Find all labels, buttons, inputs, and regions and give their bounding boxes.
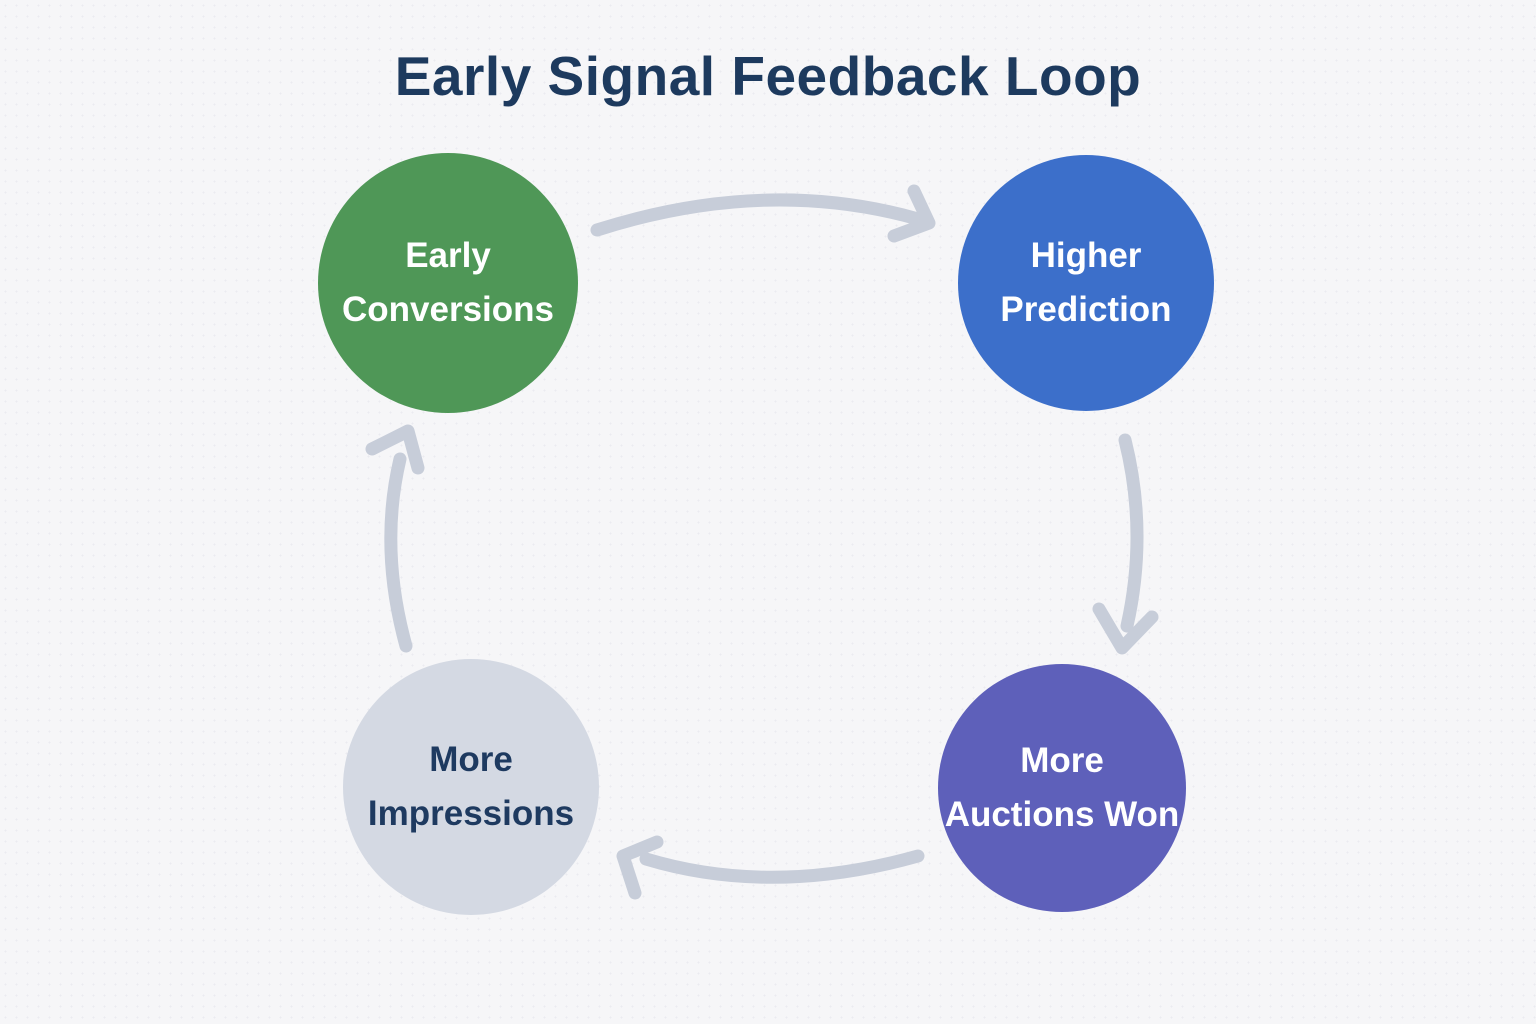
node-label: More — [429, 740, 513, 779]
node-more-auctions-won: More Auctions Won — [938, 664, 1186, 912]
node-more-impressions: More Impressions — [343, 659, 599, 915]
arrow-prediction-to-auctions — [1092, 433, 1159, 655]
node-label: More — [1020, 741, 1104, 780]
node-label: Higher — [1030, 236, 1142, 275]
node-label: Early — [405, 236, 491, 275]
node-label: Prediction — [1000, 290, 1172, 329]
page-title: Early Signal Feedback Loop — [394, 45, 1142, 107]
arrow-impressions-to-conversions — [365, 424, 425, 653]
arrow-auctions-to-impressions — [616, 835, 925, 900]
node-higher-prediction: Higher Prediction — [958, 155, 1214, 411]
node-label: Conversions — [342, 290, 554, 329]
arrow-conversions-to-prediction — [590, 184, 936, 243]
node-early-conversions: Early Conversions — [318, 153, 578, 413]
node-label: Auctions Won — [944, 795, 1180, 834]
node-label: Impressions — [367, 794, 575, 833]
